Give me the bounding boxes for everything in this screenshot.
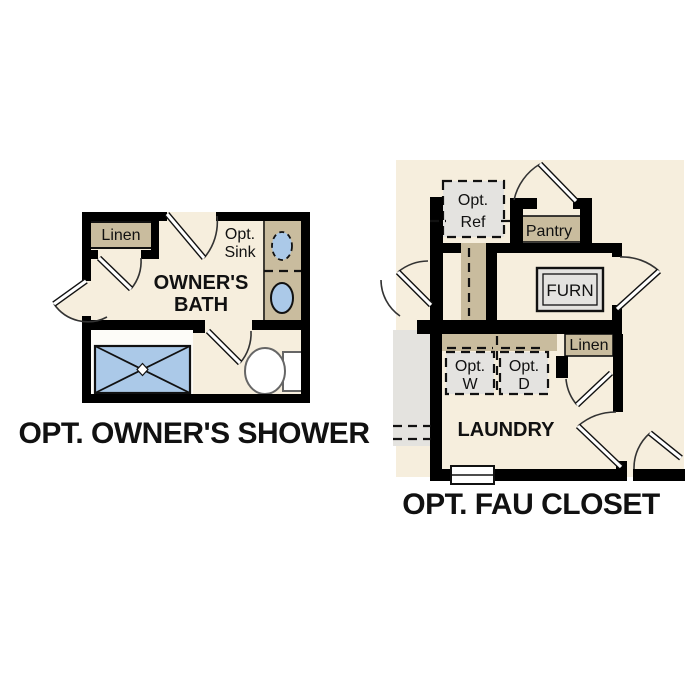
owners-shower-plan: Linen Opt. Sink OWNER'S BATH OPT. OWNER'…	[19, 212, 371, 450]
opt-dryer-box	[498, 350, 550, 396]
entry-top-door-arc	[203, 215, 219, 259]
shower-drain-diamond	[136, 362, 149, 377]
furnace-room-door-arc	[619, 256, 660, 272]
furnace-label: FURN	[546, 281, 593, 300]
fau-closet-plan: Opt. Ref Pantry FURN Linen Opt. W Opt. D…	[380, 160, 685, 521]
opt-ref-label-line1: Opt.	[458, 192, 488, 209]
bath-doors	[52, 212, 252, 366]
opt-washer-label-line2: W	[462, 376, 478, 393]
owners-shower-title: OPT. OWNER'S SHOWER	[19, 417, 371, 450]
opt-refrigerator-box	[441, 179, 506, 239]
entry-door-swing-floor	[54, 281, 107, 322]
room-name-line1: OWNER'S	[154, 272, 249, 294]
laundry-counter	[442, 334, 557, 351]
furnace-box	[535, 266, 605, 313]
toilet	[244, 347, 306, 395]
fau-closet-title: OPT. FAU CLOSET	[402, 488, 660, 521]
opt-washer-label-line1: Opt.	[455, 358, 485, 375]
edge-door-arc-partial	[380, 279, 401, 317]
exterior-door-arc	[633, 432, 651, 470]
laundry-window	[450, 465, 495, 485]
optional-sink-basin	[271, 231, 293, 261]
side-entry-door-arc	[53, 303, 108, 323]
opt-ref-label-line2: Ref	[461, 214, 486, 231]
laundry-doors	[380, 161, 683, 470]
opt-washer-box	[444, 350, 496, 396]
linen-label-right: Linen	[569, 337, 608, 354]
laundry-room-name: LAUNDRY	[457, 419, 555, 441]
pantry-door-arc	[513, 163, 541, 201]
pantry-cabinet	[515, 215, 585, 243]
pantry-label: Pantry	[526, 223, 572, 240]
toilet-bowl	[244, 347, 286, 395]
opt-sink-label-line1: Opt.	[225, 226, 255, 243]
sink-basin	[270, 282, 294, 314]
chase-wall	[461, 243, 486, 320]
adjacent-counter-strip	[393, 330, 430, 446]
bath-walls	[82, 212, 310, 403]
furnace-inner-outline	[542, 273, 598, 306]
laundry-dashed-lines	[393, 219, 546, 441]
linen-label: Linen	[101, 227, 140, 244]
opt-dryer-label-line1: Opt.	[509, 358, 539, 375]
opt-dryer-label-line2: D	[518, 376, 530, 393]
opt-sink-label-line2: Sink	[224, 244, 256, 261]
laundry-appliances	[441, 179, 605, 396]
laundry-cabinets	[442, 215, 614, 357]
room-name-line2: BATH	[174, 294, 228, 316]
